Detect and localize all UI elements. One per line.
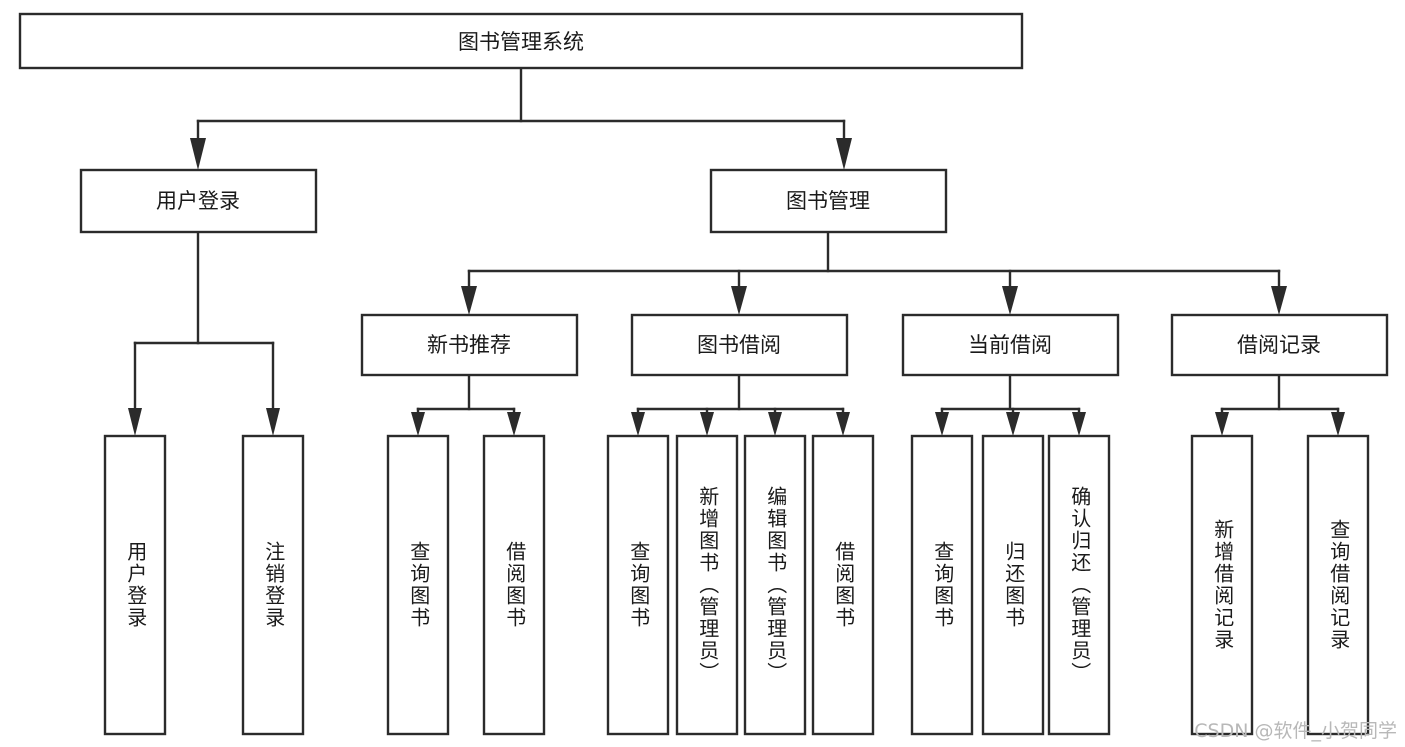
arrow-head-leaf-query-book-1	[411, 412, 425, 436]
leaf-box-edit-book-admin[interactable]	[743, 434, 807, 736]
leaf-box-return-book[interactable]	[981, 434, 1045, 736]
node-book-borrow-box[interactable]	[630, 313, 849, 377]
node-user-login-label: 用户登录	[156, 189, 240, 213]
leaf-box-borrow-book-2[interactable]	[811, 434, 875, 736]
connector-group-user-login	[128, 230, 280, 436]
arrow-head-leaf-query-record	[1331, 412, 1345, 436]
node-new-book-recommend[interactable]: 新书推荐	[360, 313, 579, 377]
node-user-login-box[interactable]	[79, 168, 318, 234]
node-root-system-label: 图书管理系统	[458, 30, 584, 54]
node-book-management-label: 图书管理	[786, 189, 870, 213]
arrow-head-leaf-add-record	[1215, 412, 1229, 436]
arrow-head-book-mgmt	[836, 138, 852, 170]
leaf-box-borrow-book-1[interactable]	[482, 434, 546, 736]
node-current-borrow-label: 当前借阅	[968, 333, 1052, 357]
node-current-borrow-box[interactable]	[901, 313, 1120, 377]
arrow-head-record	[1271, 286, 1287, 315]
connector-group-borrow	[631, 373, 850, 436]
leaf-box-query-book-3[interactable]	[910, 434, 974, 736]
node-root-system[interactable]: 图书管理系统	[18, 12, 1024, 70]
arrow-head-leaf-confirm-return	[1072, 412, 1086, 436]
watermark-text: CSDN @软件_小贺同学	[1194, 720, 1397, 742]
leaf-box-query-borrow-record[interactable]	[1306, 434, 1370, 736]
connector-group-newbook	[411, 373, 521, 436]
node-current-borrow[interactable]: 当前借阅	[901, 313, 1120, 377]
node-root-system-box[interactable]	[18, 12, 1024, 70]
arrow-head-borrow	[731, 286, 747, 315]
arrow-head-leaf-borrow-book-1	[507, 412, 521, 436]
node-new-book-recommend-label: 新书推荐	[427, 333, 511, 357]
connector-group-book-mgmt	[461, 230, 1287, 315]
leaf-box-confirm-return-admin[interactable]	[1047, 434, 1111, 736]
arrow-head-newbook	[461, 286, 477, 315]
node-user-login[interactable]: 用户登录	[79, 168, 318, 234]
leaf-box-user-login[interactable]	[103, 434, 167, 736]
arrow-head-leaf-query-book-3	[935, 412, 949, 436]
leaf-box-query-book-1[interactable]	[386, 434, 450, 736]
arrow-head-leaf-edit-book	[768, 412, 782, 436]
node-book-borrow-label: 图书借阅	[697, 333, 781, 357]
arrow-head-user-login	[190, 138, 206, 170]
node-borrow-record[interactable]: 借阅记录	[1170, 313, 1389, 377]
leaf-box-add-book-admin[interactable]	[675, 434, 739, 736]
node-book-management[interactable]: 图书管理	[709, 168, 948, 234]
arrow-head-leaf-borrow-book-2	[836, 412, 850, 436]
arrow-head-leaf-query-book-2	[631, 412, 645, 436]
connector-group-record	[1215, 373, 1345, 436]
arrow-head-leaf-user-login	[128, 408, 142, 436]
node-new-book-recommend-box[interactable]	[360, 313, 579, 377]
arrow-head-leaf-logout	[266, 408, 280, 436]
leaf-box-logout[interactable]	[241, 434, 305, 736]
connector-group-root	[190, 66, 852, 170]
node-borrow-record-box[interactable]	[1170, 313, 1389, 377]
node-book-borrow[interactable]: 图书借阅	[630, 313, 849, 377]
arrow-head-leaf-add-book	[700, 412, 714, 436]
node-borrow-record-label: 借阅记录	[1237, 333, 1321, 357]
leaf-box-add-borrow-record[interactable]	[1190, 434, 1254, 736]
leaf-box-group	[103, 434, 1370, 736]
arrow-head-current	[1002, 286, 1018, 315]
node-book-management-box[interactable]	[709, 168, 948, 234]
leaf-box-query-book-2[interactable]	[606, 434, 670, 736]
arrow-head-leaf-return-book	[1006, 412, 1020, 436]
connector-group-current	[935, 373, 1086, 436]
